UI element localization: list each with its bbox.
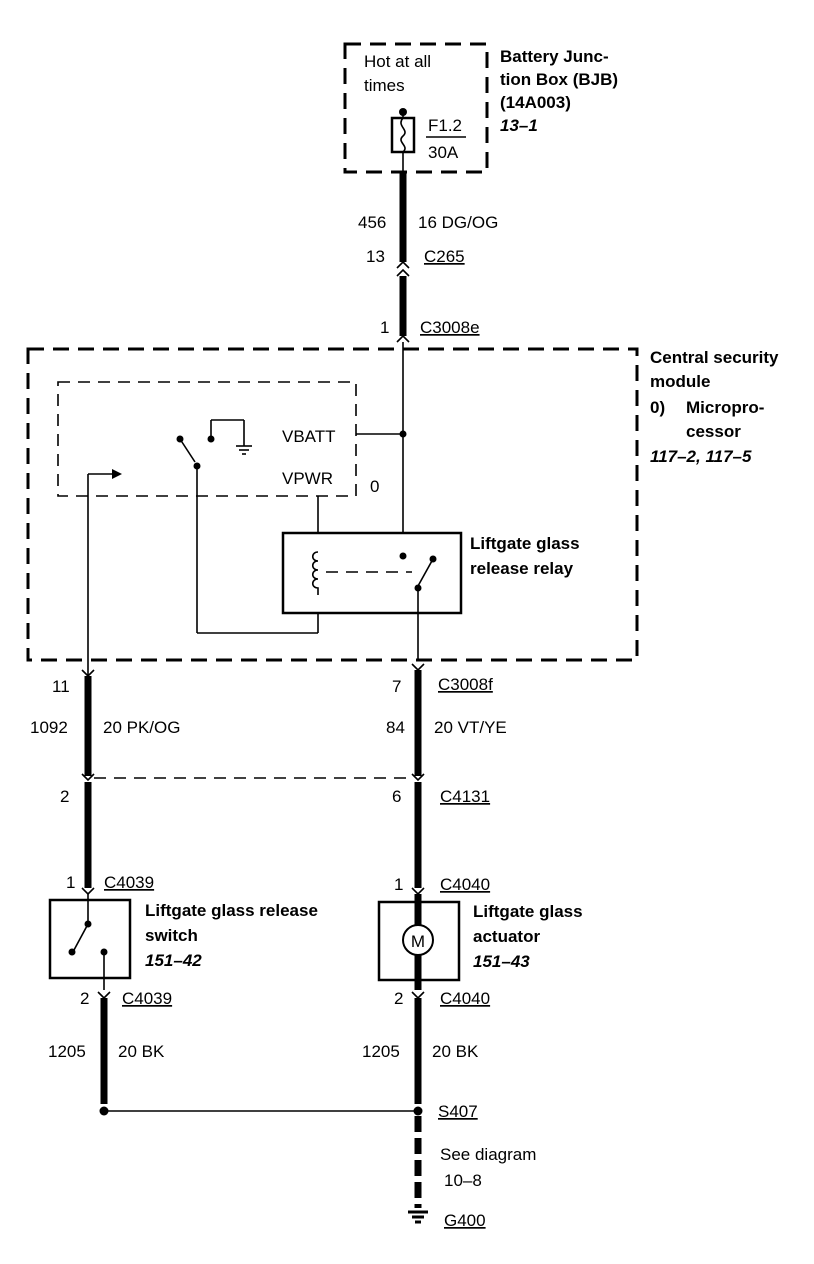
relay-coil-icon — [311, 551, 319, 595]
c3008f-pin-left: 11 — [52, 677, 70, 696]
vbatt-label: VBATT — [282, 427, 336, 446]
bjb-hot-label-1: Hot at all — [364, 52, 431, 71]
actuator-title-1: Liftgate glass — [473, 902, 583, 921]
relay-title-2: release relay — [470, 559, 574, 578]
c4039-bottom-connector-icon — [97, 991, 111, 1000]
motor-icon — [402, 924, 434, 956]
bjb-hot-label-2: times — [364, 76, 405, 95]
csm-sub-title-1: Micropro- — [686, 398, 764, 417]
wire-top-gauge: 16 DG/OG — [418, 213, 498, 232]
wire-left-bot-gauge: 20 BK — [118, 1042, 165, 1061]
csm-title-1: Central security — [650, 348, 779, 367]
csm-box — [26, 347, 639, 662]
fuse-rating: 30A — [428, 143, 459, 162]
zero-label: 0 — [370, 477, 379, 496]
switch-conn-bottom: C4039 — [122, 989, 172, 1008]
c3008f-pin-right: 7 — [392, 677, 401, 696]
c4040-top-connector-icon — [411, 887, 425, 896]
c265-pin: 13 — [366, 247, 385, 266]
bjb-box — [343, 42, 489, 174]
c4131-name: C4131 — [440, 787, 490, 806]
switch-conn-top: C4039 — [104, 873, 154, 892]
wire-left-bot-circuit: 1205 — [48, 1042, 86, 1061]
switch-box — [48, 898, 132, 980]
switch-contact-icon — [73, 923, 89, 951]
csm-ref: 117–2, 117–5 — [650, 447, 752, 466]
c3008f-name: C3008f — [438, 675, 493, 694]
csm-sub-title-2: cessor — [686, 422, 741, 441]
wire-right-bot-gauge: 20 BK — [432, 1042, 479, 1061]
actuator-ref: 151–43 — [473, 952, 530, 971]
wire-top-circuit: 456 — [358, 213, 386, 232]
switch-title-1: Liftgate glass release — [145, 901, 318, 920]
switch-pin-top: 1 — [66, 873, 75, 892]
motor-label: M — [411, 932, 425, 951]
actuator-pin-top: 1 — [394, 875, 403, 894]
splice-name: S407 — [438, 1102, 478, 1121]
actuator-pin-bottom: 2 — [394, 989, 403, 1008]
c4131-pin-left: 2 — [60, 787, 69, 806]
switch-pin-bottom: 2 — [80, 989, 89, 1008]
actuator-title-2: actuator — [473, 927, 540, 946]
c3008e-name: C3008e — [420, 318, 480, 337]
c3008e-pin: 1 — [380, 318, 389, 337]
splice-note-2: 10–8 — [444, 1171, 482, 1190]
vpwr-label: VPWR — [282, 469, 333, 488]
actuator-conn-bottom: C4040 — [440, 989, 490, 1008]
actuator-conn-top: C4040 — [440, 875, 490, 894]
bjb-title-3: (14A003) — [500, 93, 571, 112]
wire-right-bot-circuit: 1205 — [362, 1042, 400, 1061]
c3008f-right-connector-icon — [411, 663, 425, 672]
microprocessor-box — [57, 381, 357, 497]
csm-sub-num: 0) — [650, 398, 665, 417]
relay-switch-icon — [417, 558, 434, 587]
internal-switch-icon — [179, 438, 196, 463]
c3008e-connector-icon — [396, 334, 410, 343]
relay-box — [281, 531, 463, 615]
bjb-title-2: tion Box (BJB) — [500, 70, 618, 89]
relay-title-1: Liftgate glass — [470, 534, 580, 553]
bjb-ref: 13–1 — [500, 116, 538, 135]
splice-note-1: See diagram — [440, 1145, 536, 1164]
wire-left-mid-gauge: 20 PK/OG — [103, 718, 180, 737]
c4131-pin-right: 6 — [392, 787, 401, 806]
bjb-title-1: Battery Junc- — [500, 47, 609, 66]
c4039-top-connector-icon — [81, 887, 95, 896]
wire-left-mid-circuit: 1092 — [30, 718, 68, 737]
switch-input-arrow — [112, 469, 122, 479]
wire-right-mid-gauge: 20 VT/YE — [434, 718, 507, 737]
c265-connector-icon — [396, 260, 410, 269]
fuse-id: F1.2 — [428, 116, 462, 135]
switch-title-2: switch — [145, 926, 198, 945]
ground-name: G400 — [444, 1211, 486, 1230]
csm-title-2: module — [650, 372, 710, 391]
switch-ref: 151–42 — [145, 951, 202, 970]
wire-right-mid-circuit: 84 — [386, 718, 405, 737]
splice-dot — [413, 1106, 423, 1116]
fuse-element — [400, 117, 406, 153]
c4040-bottom-connector-icon — [411, 991, 425, 1000]
c265-name: C265 — [424, 247, 465, 266]
